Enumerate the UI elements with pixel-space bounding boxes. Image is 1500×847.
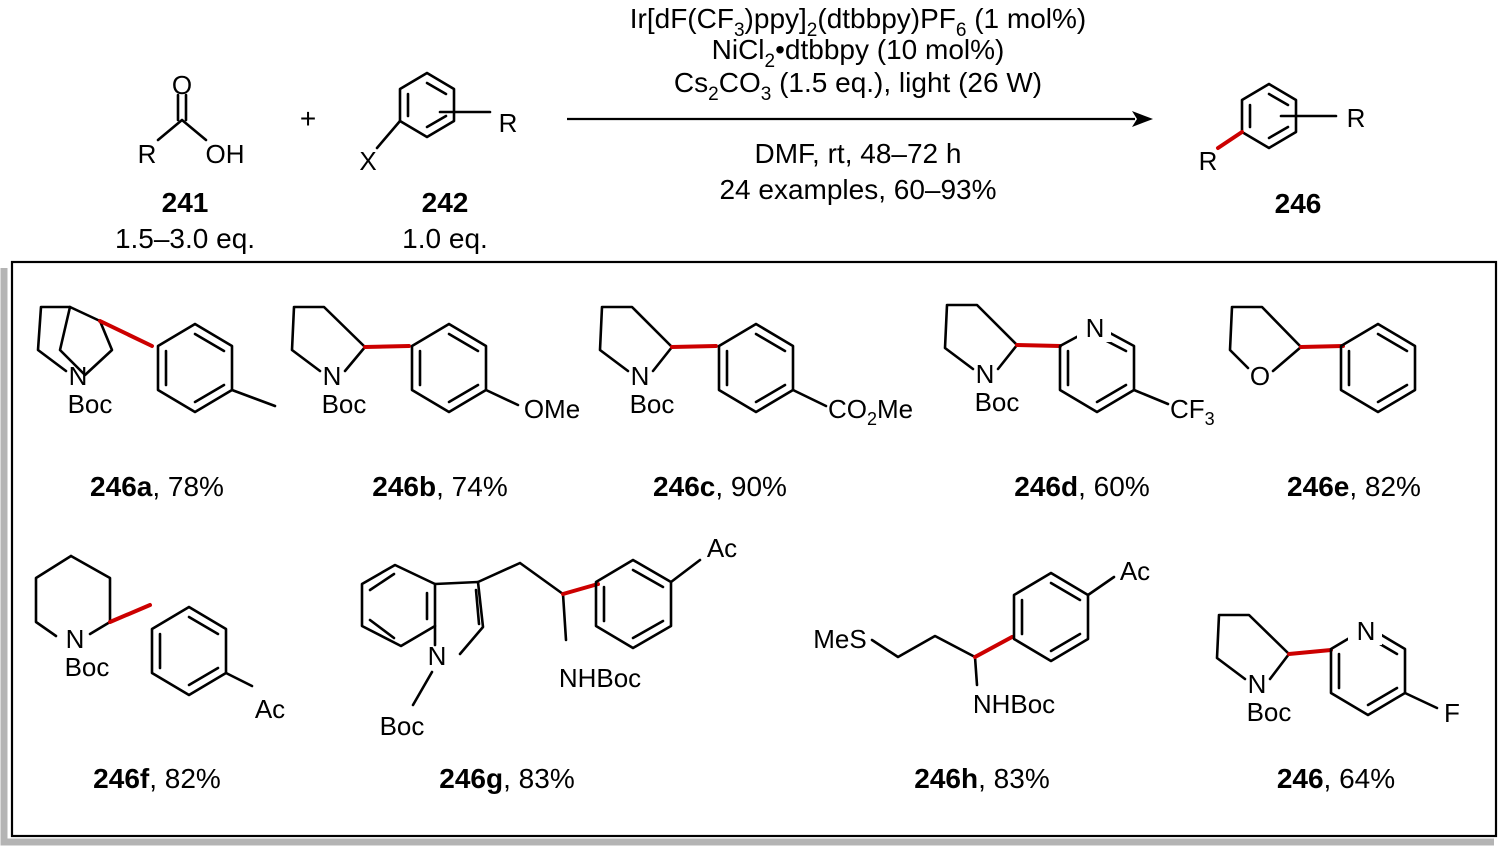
example-246f: N Boc Ac 246f, 82% <box>34 554 285 794</box>
example-246c: N Boc CO2Me 246c, 90% <box>598 305 913 502</box>
r-label-1: R <box>1199 146 1218 176</box>
compound-id-246: 246 <box>1275 188 1322 219</box>
example-caption: 246g, 83% <box>439 763 574 794</box>
example-caption: 246b, 74% <box>372 471 507 502</box>
methylthio-label: MeS <box>813 624 866 654</box>
example-caption: 246e, 82% <box>1287 471 1421 502</box>
equiv-242: 1.0 eq. <box>402 223 488 254</box>
trifluoromethyl-label: CF3 <box>1170 394 1215 429</box>
fluorine-label: F <box>1444 698 1460 728</box>
reactant-241: O R OH 241 1.5–3.0 eq. <box>115 70 255 254</box>
hydroxyl-label: OH <box>206 139 245 169</box>
example-caption: 246f, 82% <box>93 763 221 794</box>
oxygen-label: O <box>172 70 192 100</box>
nitrogen-label: N <box>66 624 85 654</box>
nitrogen-label: N <box>631 361 650 391</box>
product-246: R R 246 <box>1199 82 1366 219</box>
nickel-catalyst-text: NiCl2•dtbbpy (10 mol%) <box>712 34 1005 72</box>
example-246b: N Boc OMe 246b, 74% <box>290 305 580 502</box>
pyridine-nitrogen-label: N <box>1357 616 1376 646</box>
example-caption: 246a, 78% <box>90 471 224 502</box>
boc-label: Boc <box>322 389 367 419</box>
nitrogen-label: N <box>69 361 88 391</box>
acetyl-label: Ac <box>255 694 285 724</box>
frame-shadow <box>0 268 1494 846</box>
arrow-head <box>1132 111 1153 127</box>
r-label: R <box>499 108 518 138</box>
reaction-conditions: Ir[dF(CF3)ppy]2(dtbbpy)PF6 (1 mol%) NiCl… <box>567 3 1153 205</box>
example-246g: N Boc NHBoc Ac 246g, 83% <box>360 533 737 794</box>
ester-label: CO2Me <box>828 394 913 429</box>
boc-label: Boc <box>975 387 1020 417</box>
x-label: X <box>359 146 376 176</box>
nitrogen-label: N <box>976 359 995 389</box>
oxygen-label: O <box>1250 361 1270 391</box>
r-group-label: R <box>138 139 157 169</box>
methoxy-label: OMe <box>524 394 580 424</box>
acetyl-label: Ac <box>707 533 737 563</box>
equiv-241: 1.5–3.0 eq. <box>115 223 255 254</box>
r-label-2: R <box>1347 103 1366 133</box>
boc-label: Boc <box>1247 697 1292 727</box>
boc-label: Boc <box>68 389 113 419</box>
indole-nitrogen-label: N <box>428 641 447 671</box>
example-246a: N Boc 246a, 78% <box>36 305 277 502</box>
photocatalyst-text: Ir[dF(CF3)ppy]2(dtbbpy)PF6 (1 mol%) <box>630 3 1087 41</box>
compound-id-241: 241 <box>162 187 209 218</box>
example-caption: 246d, 60% <box>1014 471 1149 502</box>
boc-label: Boc <box>380 711 425 741</box>
boc-label: Boc <box>65 652 110 682</box>
nitrogen-label: N <box>1248 669 1267 699</box>
pyridine-nitrogen-label: N <box>1086 313 1105 343</box>
nhboc-label: NHBoc <box>559 663 641 693</box>
example-246h: MeS NHBoc Ac 246h, 83% <box>813 556 1150 794</box>
reactant-242: X R 242 1.0 eq. <box>359 71 518 254</box>
acetyl-label: Ac <box>1120 556 1150 586</box>
boc-label: Boc <box>630 389 675 419</box>
example-caption: 246h, 83% <box>914 763 1049 794</box>
nitrogen-label: N <box>323 361 342 391</box>
base-light-text: Cs2CO3 (1.5 eq.), light (26 W) <box>674 67 1042 105</box>
solvent-time-text: DMF, rt, 48–72 h <box>755 138 962 169</box>
example-246d: N N Boc CF3 246d, 60% <box>943 303 1215 502</box>
nhboc-label: NHBoc <box>973 689 1055 719</box>
scope-text: 24 examples, 60–93% <box>719 174 996 205</box>
example-caption: 246c, 90% <box>653 471 787 502</box>
plus-sign: + <box>300 103 316 134</box>
example-246-fluoropyridine: N N Boc F 246, 64% <box>1215 613 1460 794</box>
examples-frame <box>10 260 1498 838</box>
compound-id-242: 242 <box>422 187 469 218</box>
example-246e: O 246e, 82% <box>1228 305 1421 502</box>
example-caption: 246, 64% <box>1277 763 1395 794</box>
